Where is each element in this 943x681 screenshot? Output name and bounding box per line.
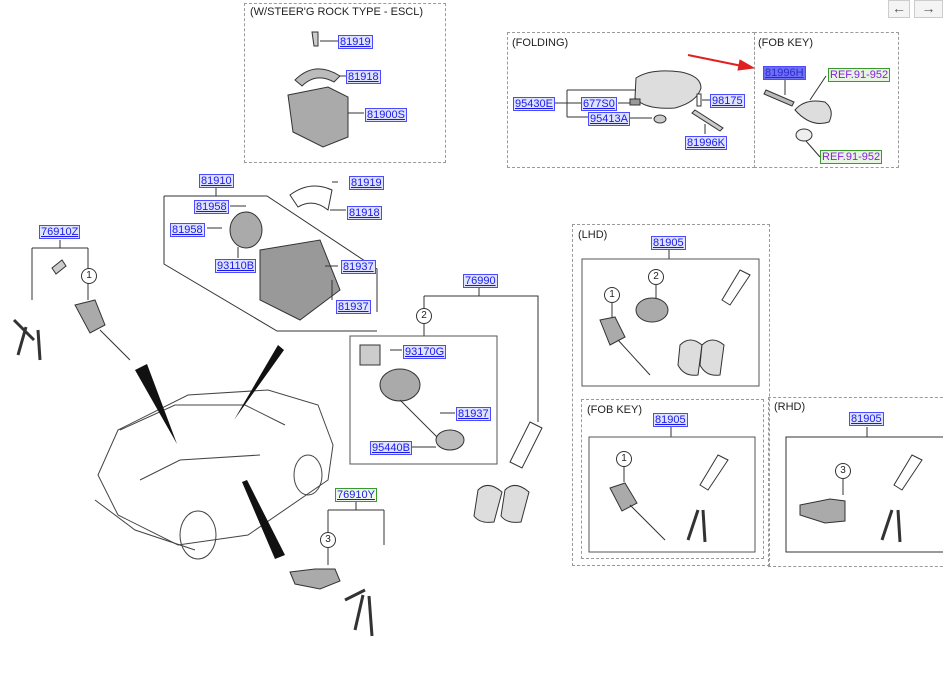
part-label-81996h[interactable]: 81996H bbox=[763, 66, 806, 80]
fob-key-bottom-drawing bbox=[588, 427, 756, 553]
part-label-81918[interactable]: 81918 bbox=[346, 70, 381, 84]
fob-key-top-drawing bbox=[763, 75, 832, 158]
part-label-81958-lower[interactable]: 81958 bbox=[170, 223, 205, 237]
part-label-95430e[interactable]: 95430E bbox=[513, 97, 555, 111]
part-label-98175[interactable]: 98175 bbox=[710, 94, 745, 108]
part-label-677s0[interactable]: 677S0 bbox=[581, 97, 617, 111]
part-label-81905-lhd[interactable]: 81905 bbox=[651, 236, 686, 250]
folding-key-drawing bbox=[553, 70, 724, 134]
rhd-drawing bbox=[785, 427, 943, 553]
car-body-drawing bbox=[94, 389, 334, 560]
section-rhd bbox=[768, 397, 943, 567]
escl-drawing bbox=[287, 31, 364, 148]
key-set-76990-drawing bbox=[349, 288, 543, 523]
part-label-81919-assy[interactable]: 81919 bbox=[349, 176, 384, 190]
part-label-81937-lower[interactable]: 81937 bbox=[336, 300, 371, 314]
part-label-81900s[interactable]: 81900S bbox=[365, 108, 407, 122]
part-label-81937-upper[interactable]: 81937 bbox=[341, 260, 376, 274]
callout-3-rhd: 3 bbox=[835, 463, 851, 479]
part-label-81918-assy[interactable]: 81918 bbox=[347, 206, 382, 220]
ref-label-91-952-fob[interactable]: REF.91-952 bbox=[828, 68, 891, 82]
part-label-81937-set[interactable]: 81937 bbox=[456, 407, 491, 421]
section-caption-folding: (FOLDING) bbox=[512, 37, 569, 49]
part-label-81910[interactable]: 81910 bbox=[199, 174, 234, 188]
part-label-76910z[interactable]: 76910Z bbox=[39, 225, 81, 239]
section-caption-fob-key-bottom: (FOB KEY) bbox=[587, 404, 643, 416]
section-fob-key-bottom bbox=[581, 399, 764, 559]
section-caption-rhd: (RHD) bbox=[774, 401, 806, 413]
section-fob-key-top bbox=[754, 32, 899, 168]
part-label-81996k[interactable]: 81996K bbox=[685, 136, 727, 150]
part-label-95413a[interactable]: 95413A bbox=[588, 112, 630, 126]
callout-3-right: 3 bbox=[320, 532, 336, 548]
arrow-left-icon: ← bbox=[892, 0, 906, 16]
part-label-76990[interactable]: 76990 bbox=[463, 274, 498, 288]
part-label-93110b[interactable]: 93110B bbox=[215, 259, 257, 273]
section-caption-fob-key-top: (FOB KEY) bbox=[758, 37, 814, 49]
door-lock-right-drawing bbox=[289, 501, 385, 637]
back-button[interactable]: ← bbox=[888, 0, 910, 18]
ref-label-91-952-battery[interactable]: REF.91-952 bbox=[820, 150, 883, 164]
section-lhd bbox=[572, 224, 770, 566]
lhd-drawing bbox=[581, 248, 760, 387]
section-escl bbox=[244, 3, 446, 163]
section-caption-escl: (W/STEER'G ROCK TYPE - ESCL) bbox=[250, 6, 424, 18]
part-label-76910y[interactable]: 76910Y bbox=[335, 488, 377, 502]
callout-2-set: 2 bbox=[416, 308, 432, 324]
callout-1-left: 1 bbox=[81, 268, 97, 284]
part-label-93170g[interactable]: 93170G bbox=[403, 345, 447, 359]
lock-assembly-drawing bbox=[163, 181, 378, 332]
part-label-81958-upper[interactable]: 81958 bbox=[194, 200, 229, 214]
pointer-arrow bbox=[687, 54, 756, 71]
arrow-right-icon: → bbox=[921, 0, 936, 16]
forward-button[interactable]: → bbox=[914, 0, 943, 18]
section-caption-lhd: (LHD) bbox=[578, 229, 608, 241]
callout-2-lhd: 2 bbox=[648, 269, 664, 285]
callout-1-lhd: 1 bbox=[604, 287, 620, 303]
part-label-81905-rhd[interactable]: 81905 bbox=[849, 412, 884, 426]
part-label-81919[interactable]: 81919 bbox=[338, 35, 373, 49]
part-label-95440b[interactable]: 95440B bbox=[370, 441, 412, 455]
callout-1-fob: 1 bbox=[616, 451, 632, 467]
part-label-81905-fob[interactable]: 81905 bbox=[653, 413, 688, 427]
door-lock-left-drawing bbox=[12, 240, 131, 361]
